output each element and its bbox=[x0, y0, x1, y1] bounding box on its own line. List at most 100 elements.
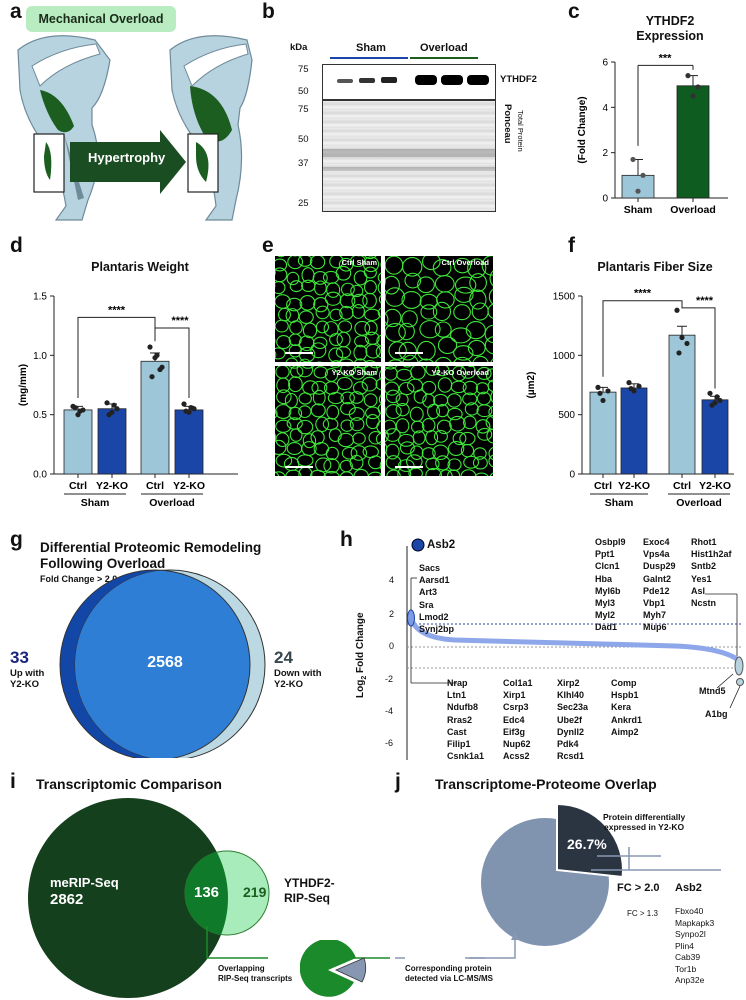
micrograph-label: Ctrl Sham bbox=[342, 258, 377, 267]
data-point bbox=[695, 84, 700, 89]
mw-50-bottom: 50 bbox=[298, 134, 309, 145]
mw-75-bottom: 75 bbox=[298, 104, 309, 115]
panel-letter-c: c bbox=[568, 0, 580, 24]
cell-outline bbox=[434, 357, 452, 362]
cell-outline bbox=[385, 429, 400, 442]
merip-name: meRIP-Seq bbox=[50, 874, 119, 891]
j-pie-note-line2: expressed in Y2-KO bbox=[603, 822, 685, 832]
data-point bbox=[147, 344, 152, 349]
panel-letter-f: f bbox=[568, 234, 575, 258]
cell-outline bbox=[299, 406, 311, 418]
panel-a: Mechanical Overload Hypertrophy bbox=[0, 0, 260, 230]
cell-outline bbox=[455, 277, 475, 293]
y-tick-label: 1.0 bbox=[33, 351, 47, 362]
mw-25-bottom: 25 bbox=[298, 198, 309, 209]
cell-outline bbox=[485, 325, 493, 342]
hypertrophy-label: Hypertrophy bbox=[88, 150, 165, 165]
data-point bbox=[183, 409, 188, 414]
cell-outline bbox=[350, 455, 363, 469]
bar bbox=[621, 388, 647, 474]
cell-outline bbox=[380, 459, 381, 473]
g-up-label-line1: Up with bbox=[10, 668, 44, 679]
venn-g bbox=[0, 528, 340, 758]
cell-outline bbox=[436, 456, 450, 470]
cell-outline bbox=[387, 390, 400, 402]
data-point bbox=[77, 409, 82, 414]
cell-outline bbox=[287, 272, 299, 284]
cell-outline bbox=[448, 408, 463, 419]
overload-underline bbox=[410, 57, 478, 59]
y-tick-label: 1500 bbox=[553, 292, 576, 303]
j-note-line2: detected via LC-MS/MS bbox=[405, 974, 493, 984]
micrograph-label: Y2-KO Overload bbox=[431, 368, 489, 377]
sham-label: Sham bbox=[356, 42, 386, 54]
sig-label: **** bbox=[696, 295, 714, 307]
g-center-count: 2568 bbox=[125, 654, 205, 672]
cell-outline bbox=[473, 457, 487, 469]
total-protein-label: Total Protein bbox=[516, 110, 525, 152]
cell-outline bbox=[311, 404, 325, 417]
data-point bbox=[690, 93, 695, 98]
cell-outline bbox=[472, 303, 488, 320]
cell-outline bbox=[466, 322, 485, 339]
y-tick-label: 0.5 bbox=[33, 410, 47, 421]
cell-outline bbox=[275, 472, 285, 476]
bar bbox=[622, 175, 654, 198]
cell-outline bbox=[313, 390, 325, 405]
j-gene1: Asb2 bbox=[675, 882, 702, 894]
h-right-col3: Rhot1 Hist1h2af Sntb2 Yes1 Asl Ncstn bbox=[691, 536, 732, 609]
cell-outline bbox=[310, 470, 325, 476]
h-right-col2: Exoc4 Vps4a Dusp29 Galnt2 Pde12 Vbp1 Myh… bbox=[643, 536, 676, 634]
mw-75-top: 75 bbox=[298, 64, 309, 75]
data-point bbox=[674, 308, 679, 313]
cell-outline bbox=[376, 433, 381, 445]
y-tick-label: 4 bbox=[602, 103, 608, 114]
data-point bbox=[72, 405, 77, 410]
data-point bbox=[707, 391, 712, 396]
ponceau-label: Ponceau bbox=[502, 104, 513, 144]
kda-label: kDa bbox=[290, 42, 307, 53]
cell-outline bbox=[411, 366, 425, 379]
cell-outline bbox=[326, 447, 338, 459]
cell-outline bbox=[316, 306, 329, 319]
cell-outline bbox=[364, 267, 376, 278]
cell-outline bbox=[325, 292, 340, 305]
sig-label: **** bbox=[634, 288, 652, 300]
x-tick-label: Sham bbox=[624, 204, 653, 216]
h-bottom-gene1: Mtnd5 bbox=[699, 685, 726, 697]
bar bbox=[98, 409, 126, 474]
data-point bbox=[181, 401, 186, 406]
i-overlap-count: 136 bbox=[194, 884, 219, 901]
data-point bbox=[635, 189, 640, 194]
bar bbox=[141, 361, 169, 474]
cell-outline bbox=[465, 366, 478, 367]
data-point bbox=[685, 73, 690, 78]
cell-outline bbox=[276, 405, 291, 419]
cell-outline bbox=[410, 407, 423, 421]
j-fc1: FC > 2.0 bbox=[617, 882, 660, 894]
y-axis-label: (Fold Change) bbox=[577, 96, 588, 163]
cell-outline bbox=[473, 356, 489, 362]
g-up-label-line2: Y2-KO bbox=[10, 679, 44, 690]
g-up-count: 33 bbox=[10, 648, 29, 668]
panel-letter-e: e bbox=[262, 234, 274, 258]
cell-outline bbox=[435, 276, 454, 292]
scale-bar bbox=[395, 352, 423, 354]
x-tick-label: Ctrl bbox=[146, 480, 164, 492]
cell-outline bbox=[286, 358, 298, 362]
data-point bbox=[709, 403, 714, 408]
panel-h: Log2 Fold Change 4 2 0 -2 -4 -6 Asb2 Sac… bbox=[345, 528, 745, 768]
y-tick-label: 0 bbox=[569, 470, 575, 481]
sig-label: **** bbox=[108, 304, 126, 316]
micrograph-y2ko-sham: Y2-KO Sham bbox=[275, 366, 381, 476]
cell-outline bbox=[379, 393, 381, 406]
cell-outline bbox=[290, 281, 302, 292]
cell-outline bbox=[336, 347, 350, 358]
cell-outline bbox=[275, 320, 288, 332]
h-ylabel-sub: 2 bbox=[361, 676, 368, 680]
cell-outline bbox=[490, 473, 493, 476]
scale-bar bbox=[285, 352, 313, 354]
